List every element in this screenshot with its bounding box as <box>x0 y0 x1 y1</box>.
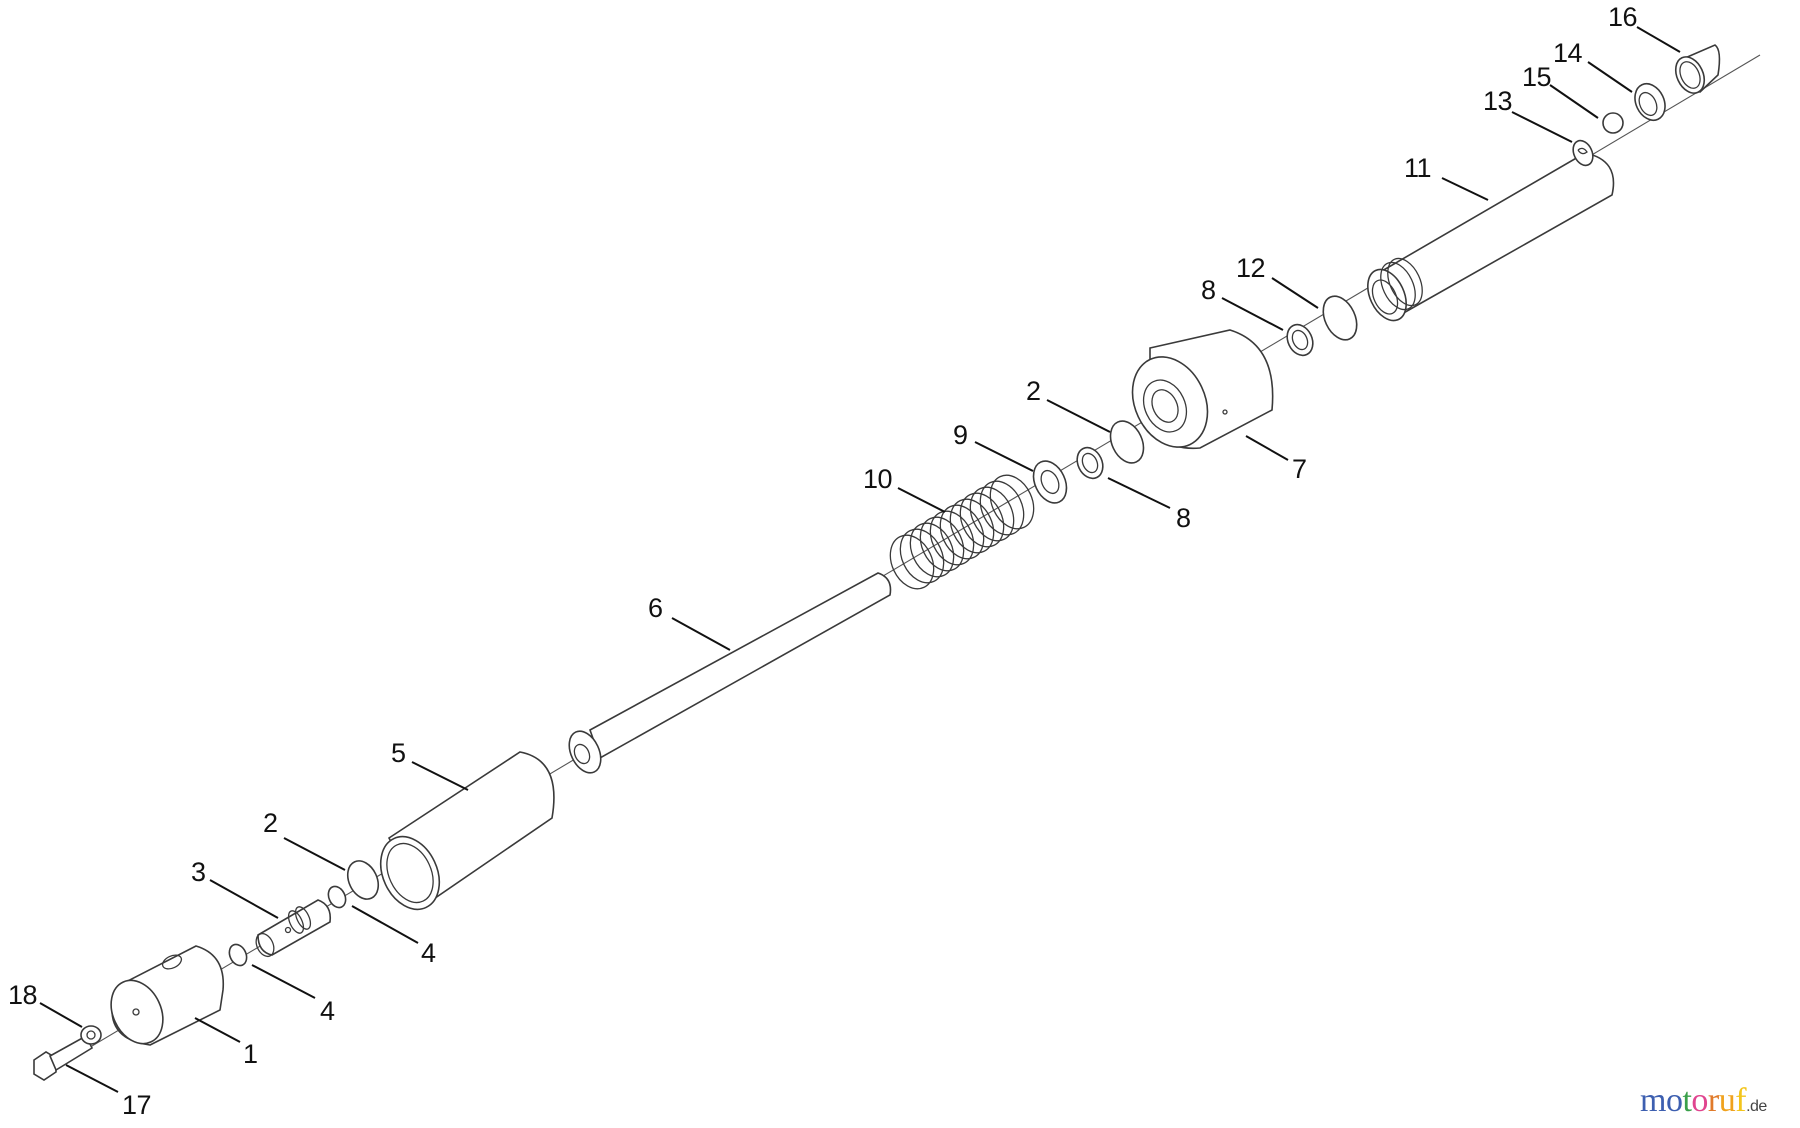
callout-3: 3 <box>191 857 206 887</box>
part-4-oring-upper <box>327 885 347 909</box>
part-12-oring <box>1322 295 1358 341</box>
callout-8-upper: 8 <box>1201 275 1216 305</box>
watermark-logo: motoruf.de <box>1640 1082 1767 1120</box>
part-15-ball <box>1602 112 1624 134</box>
callout-17: 17 <box>122 1090 152 1120</box>
callout-10: 10 <box>863 464 893 494</box>
part-8-washer-lower <box>1076 446 1104 480</box>
leader-lines <box>39 26 1681 1093</box>
part-3-cartridge <box>255 899 332 958</box>
part-17-bolt <box>33 1034 94 1081</box>
callout-11: 11 <box>1404 153 1432 183</box>
part-11-cylinder <box>1367 152 1615 322</box>
part-14-seat <box>1634 82 1666 122</box>
watermark-tld: .de <box>1746 1098 1767 1115</box>
part-9-seat <box>1032 460 1068 504</box>
callout-4-lower: 4 <box>320 996 335 1026</box>
callout-13: 13 <box>1483 86 1513 116</box>
watermark-letter: m <box>1640 1082 1666 1119</box>
callout-1: 1 <box>243 1039 258 1069</box>
part-1-housing <box>110 945 225 1046</box>
callout-7: 7 <box>1292 454 1307 484</box>
callout-2-lower: 2 <box>263 808 278 838</box>
watermark-letter: o <box>1691 1082 1708 1119</box>
part-6-rod <box>568 572 892 774</box>
part-7-body <box>1131 329 1274 450</box>
part-5-tube <box>379 751 555 911</box>
callout-4-upper: 4 <box>421 938 436 968</box>
part-13-clip <box>1572 139 1594 167</box>
part-10-spring <box>889 474 1035 590</box>
watermark-letter: u <box>1718 1082 1736 1119</box>
part-2-oring-lower <box>346 860 380 900</box>
part-18-nut <box>80 1025 102 1045</box>
callout-2-upper: 2 <box>1026 376 1041 406</box>
watermark-letter: f <box>1735 1082 1747 1119</box>
callout-6: 6 <box>648 593 663 623</box>
callout-14: 14 <box>1553 38 1583 68</box>
callout-9: 9 <box>953 420 968 450</box>
callout-5: 5 <box>391 738 406 768</box>
callout-12: 12 <box>1236 253 1266 283</box>
callout-15: 15 <box>1522 62 1552 92</box>
part-4-oring-lower <box>228 943 248 967</box>
callout-18: 18 <box>8 980 38 1010</box>
watermark-letter: r <box>1707 1082 1719 1119</box>
callout-8-lower: 8 <box>1176 503 1191 533</box>
part-2-oring-upper <box>1109 420 1145 464</box>
watermark-letter: t <box>1682 1082 1692 1119</box>
part-16-cap <box>1674 44 1721 94</box>
callout-16: 16 <box>1608 2 1638 32</box>
watermark-letter: o <box>1665 1082 1683 1119</box>
part-8-washer-upper <box>1286 323 1314 357</box>
